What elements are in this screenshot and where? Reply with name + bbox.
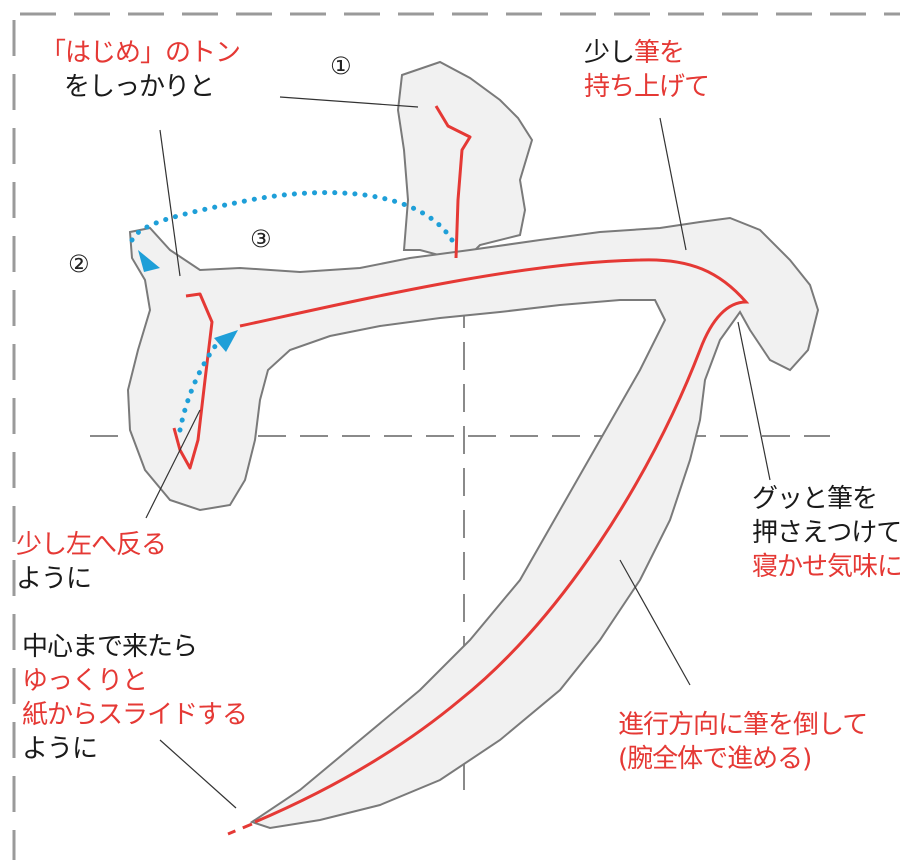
annotation-center-line3: 紙からスライドする — [22, 700, 248, 730]
annotation-reverse-red: 少し左へ反る — [16, 530, 167, 560]
annotation-direction: 進行方向に筆を倒して (腕全体で進める) — [618, 708, 868, 776]
step-number-2: ② — [68, 250, 90, 278]
annotation-reverse-black: ように — [16, 564, 92, 594]
annotation-lift-red1: 筆を — [634, 38, 685, 68]
annotation-start-black: をしっかりと — [64, 72, 215, 102]
step-number-3: ③ — [250, 225, 272, 253]
annotation-center: 中心まで来たら ゆっくりと 紙からスライドする ように — [22, 630, 248, 766]
annotation-direction-line2: (腕全体で進める) — [618, 744, 812, 774]
annotation-lift-line1: 少し筆を — [584, 36, 709, 70]
blue-arrowhead-up — [214, 330, 238, 352]
red-path-first-stroke — [434, 105, 472, 259]
red-path-main-stroke — [239, 258, 750, 824]
pointer-step1 — [279, 96, 419, 108]
blue-arrow-arc — [129, 190, 455, 243]
blue-arrow-up — [177, 342, 219, 433]
red-slide-off-dashed — [227, 822, 253, 836]
annotation-center-line1: 中心まで来たら — [22, 632, 198, 662]
annotation-center-line2: ゆっくりと — [22, 666, 148, 696]
red-path-start-press — [172, 292, 214, 470]
annotation-lift-red2: 持ち上げて — [584, 72, 710, 102]
pointer-start — [159, 129, 181, 277]
annotation-press: グッと筆を 押さえつけて 寝かせ気味に — [752, 482, 900, 584]
annotation-press-line1: グッと筆を — [752, 484, 878, 514]
brush-stroke-main — [126, 216, 820, 830]
blue-arrowhead-left — [138, 250, 160, 272]
annotation-center-line4: ように — [22, 734, 98, 764]
pointer-direction — [619, 559, 691, 686]
pointer-center — [159, 739, 237, 809]
step-number-1: ① — [330, 52, 352, 80]
annotation-press-line2: 押さえつけて — [752, 518, 900, 548]
pointer-reverse — [145, 409, 201, 519]
annotation-lift-black: 少し — [584, 38, 635, 68]
annotation-direction-line1: 進行方向に筆を倒して — [618, 710, 868, 740]
annotation-lift: 少し筆を 持ち上げて — [584, 36, 710, 104]
pointer-press — [737, 321, 771, 481]
annotation-start-red: 「はじめ」のトン — [40, 38, 241, 68]
annotation-press-line3: 寝かせ気味に — [752, 552, 900, 582]
annotation-start: 「はじめ」のトン をしっかりと — [40, 36, 241, 104]
pointer-lift — [659, 117, 687, 251]
annotation-reverse: 少し左へ反る ように — [16, 528, 167, 596]
brush-stroke-first — [396, 60, 534, 260]
